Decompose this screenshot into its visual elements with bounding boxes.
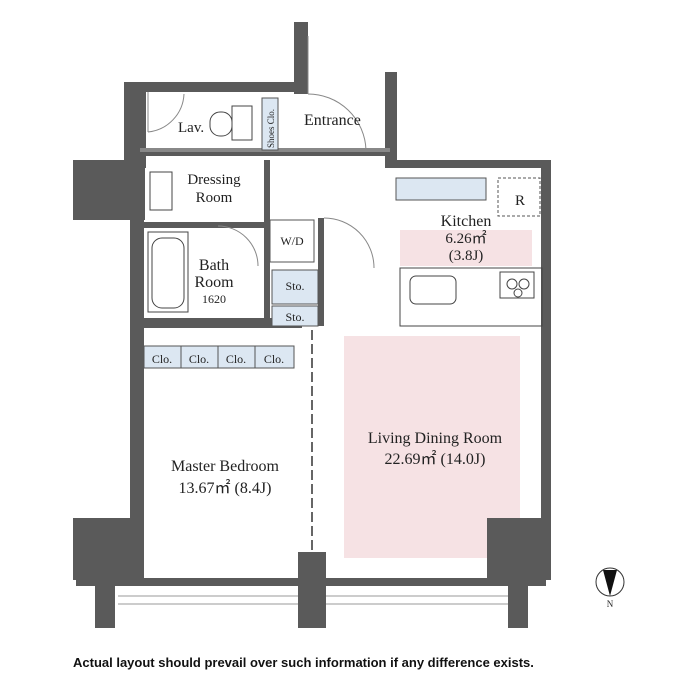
fixtures	[147, 36, 543, 327]
bath-label-line2: Room	[194, 274, 234, 291]
entrance-label: Entrance	[304, 112, 361, 129]
closet-label: Clo.	[226, 352, 246, 366]
storage-upper	[271, 269, 319, 305]
closet-label: Clo.	[152, 352, 172, 366]
lav-label: Lav.	[178, 120, 204, 136]
living-room-area: 22.69㎡ (14.0J)	[385, 450, 486, 468]
dressing-label-line2: Room	[196, 190, 233, 206]
kitchen-area: 6.26㎡	[445, 230, 486, 247]
kitchen-tatami: (3.8J)	[449, 248, 484, 264]
master-bedroom-area: 13.67㎡ (8.4J)	[179, 479, 272, 497]
fridge-label: R	[515, 193, 525, 209]
storage-lower	[271, 305, 319, 327]
disclaimer-text: Actual layout should prevail over such i…	[73, 655, 534, 670]
dressing-label-line1: Dressing	[187, 172, 241, 188]
closet-row	[143, 345, 295, 369]
storage-label-lower: Sto.	[285, 310, 304, 324]
storage-label-upper: Sto.	[285, 279, 304, 293]
closet-label: Clo.	[264, 352, 284, 366]
shoes-closet	[261, 97, 279, 151]
master-bedroom-label: Master Bedroom	[171, 458, 280, 475]
north-compass-icon	[595, 567, 625, 597]
bath-size: 1620	[202, 292, 226, 306]
living-room-label: Living Dining Room	[368, 430, 503, 447]
living-area-highlight	[344, 336, 520, 558]
window-sills	[118, 595, 508, 605]
washer-label: W/D	[280, 234, 304, 248]
counter-top	[395, 177, 487, 201]
closet-label: Clo.	[189, 352, 209, 366]
washer-space	[269, 219, 315, 263]
shoes-closet-label: Shoes Clo.	[266, 109, 276, 148]
north-label: N	[607, 599, 614, 609]
kitchen-label: Kitchen	[441, 213, 492, 230]
kitchen-area-highlight	[400, 230, 532, 266]
bath-label-line1: Bath	[199, 257, 229, 274]
fridge-space	[497, 177, 541, 217]
walls	[73, 22, 551, 628]
